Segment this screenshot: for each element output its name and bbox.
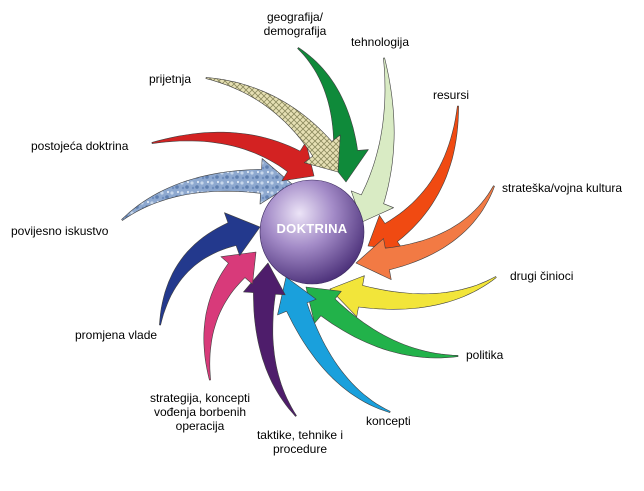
arrow-prijetnja xyxy=(205,77,341,173)
label-povijesno: povijesno iskustvo xyxy=(11,224,109,238)
label-geografija: geografija/ demografija xyxy=(263,10,327,38)
label-drugi: drugi činioci xyxy=(510,269,574,283)
arrow-taktike xyxy=(243,262,297,417)
arrow-geografija xyxy=(297,47,369,183)
label-postojeca: postojeća doktrina xyxy=(31,139,129,153)
label-promjena: promjena vlade xyxy=(75,328,158,342)
arrow-politika xyxy=(305,286,459,359)
arrow-postojeca xyxy=(151,131,315,182)
label-strateska: strateška/vojna kultura xyxy=(502,181,623,195)
arrow-strategija xyxy=(203,251,257,381)
label-politika: politika xyxy=(466,348,504,362)
label-strategija: strategija, koncepti vođenja borbenih op… xyxy=(149,391,251,433)
label-resursi: resursi xyxy=(433,88,470,102)
center-label: DOKTRINA xyxy=(276,221,348,236)
arrow-resursi xyxy=(367,105,459,251)
arrow-tehnologija xyxy=(350,57,395,223)
center-sphere xyxy=(259,179,365,285)
label-tehnologija: tehnologija xyxy=(350,35,410,49)
arrow-strateska xyxy=(355,185,495,280)
arrows-group xyxy=(121,47,497,417)
label-taktike: taktike, tehnike i procedure xyxy=(256,428,344,456)
arrow-drugi xyxy=(329,275,497,317)
label-prijetnja: prijetnja xyxy=(149,72,192,86)
label-koncepti: koncepti xyxy=(366,414,411,428)
